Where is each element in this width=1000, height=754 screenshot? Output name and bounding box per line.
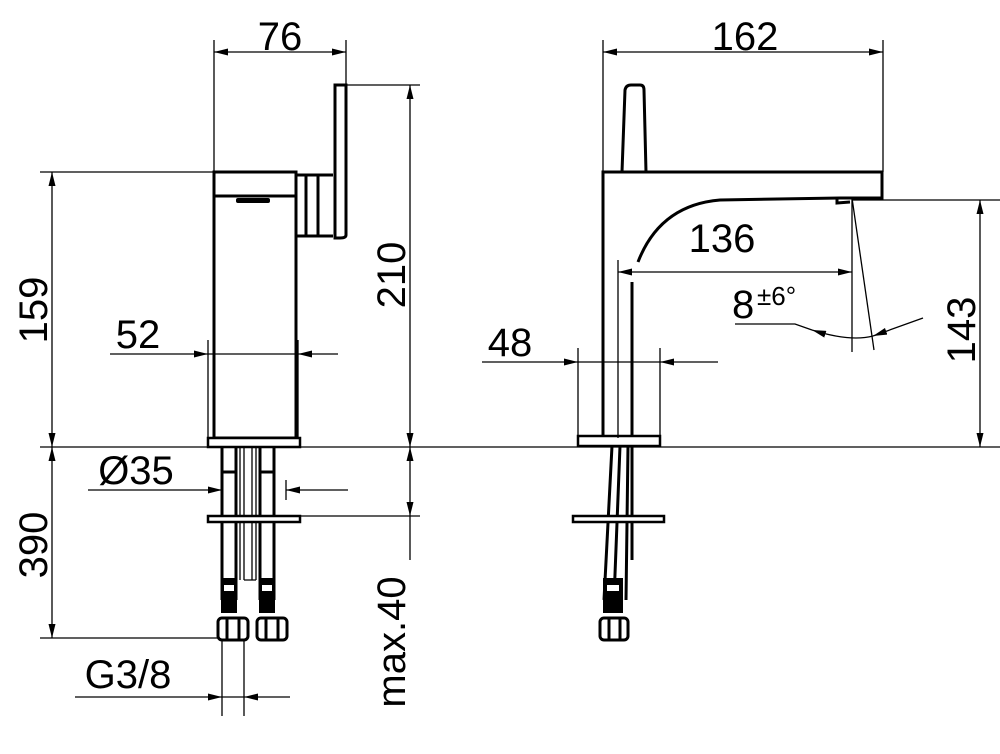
dimension-label-48: 48 — [488, 321, 533, 365]
dimension-label-143: 143 — [940, 297, 984, 364]
dimension-210: 210 — [346, 84, 420, 447]
dimension-angle: 8 ±6° — [732, 197, 924, 351]
dimension-159: 159 — [12, 171, 1000, 448]
faucet-side-outline — [571, 83, 884, 642]
dimension-label-max40: max.40 — [370, 576, 414, 707]
dimension-48: 48 — [482, 321, 718, 436]
dimension-label-angle-tolerance: ±6° — [757, 281, 796, 311]
dimension-162: 162 — [602, 15, 884, 172]
dimension-52: 52 — [110, 313, 338, 438]
dimension-label-76: 76 — [258, 15, 303, 59]
dimension-76: 76 — [213, 15, 347, 172]
faucet-front-outline — [206, 83, 348, 642]
dimension-max-40: max.40 — [300, 447, 420, 708]
dimension-label-angle: 8 — [732, 283, 754, 327]
dimension-label-210: 210 — [370, 242, 414, 309]
dimension-390: 390 — [12, 447, 218, 639]
dimension-label-162: 162 — [712, 15, 779, 59]
side-view: 162 136 8 ±6° 143 48 — [482, 15, 1000, 642]
dimension-label-d35: Ø35 — [98, 449, 174, 493]
dimension-label-g38: G3/8 — [85, 653, 172, 697]
dimension-diameter-35: Ø35 — [88, 449, 348, 500]
dimension-143: 143 — [852, 199, 1000, 447]
hose-nut-right — [255, 578, 289, 642]
dimension-label-52: 52 — [116, 313, 161, 357]
front-view: 76 159 210 52 Ø35 — [12, 15, 1000, 716]
dimension-label-136: 136 — [689, 217, 756, 261]
dimension-label-159: 159 — [12, 277, 56, 344]
dimension-label-390: 390 — [12, 512, 56, 579]
dimension-g38: G3/8 — [75, 640, 290, 716]
hose-nut-left — [216, 578, 250, 642]
dimension-136: 136 — [617, 198, 853, 438]
